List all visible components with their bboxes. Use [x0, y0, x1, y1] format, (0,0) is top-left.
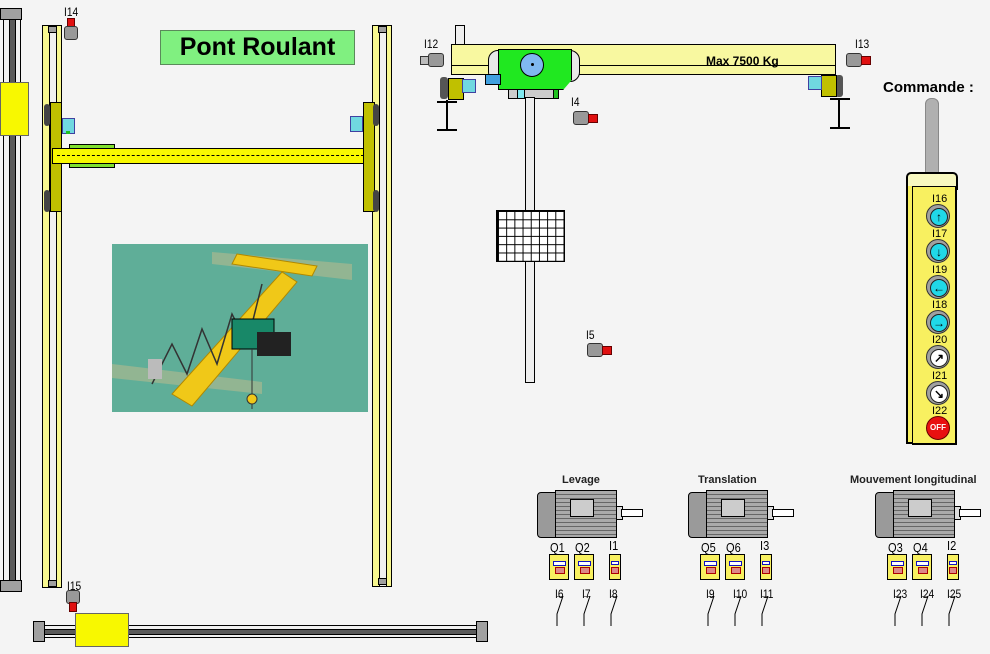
pendant-button-i22[interactable]: OFF — [926, 415, 950, 440]
limit-switch-i25-icon[interactable] — [947, 596, 959, 626]
arrow-down-right-icon: ↘ — [930, 384, 948, 403]
contactor-q2[interactable] — [574, 554, 594, 580]
motor-icon[interactable] — [688, 490, 794, 538]
limit-switch-i10-icon[interactable] — [733, 596, 745, 626]
longitudinal-rail-horizontal — [33, 621, 488, 642]
contactor-label: Q3 — [888, 540, 903, 555]
pendant-button-label: I18 — [932, 298, 948, 311]
gantry-main-beam — [52, 148, 374, 164]
sensor-label-i13: I13 — [855, 37, 870, 51]
limit-switch-i9-icon[interactable] — [706, 596, 718, 626]
limit-switch-label: I8 — [609, 587, 618, 601]
arrow-up-right-icon: ↗ — [930, 349, 948, 368]
limit-switch-i8-icon[interactable] — [609, 596, 621, 626]
gantry-motor-right — [350, 116, 363, 132]
sensor-label-i14: I14 — [64, 5, 79, 19]
limit-switch-label: I7 — [582, 587, 591, 601]
arrow-up-icon: ↑ — [930, 208, 948, 226]
limit-switch-label: I23 — [893, 587, 908, 601]
sensor-label-i12: I12 — [424, 37, 439, 51]
pendant-button-label: I19 — [932, 263, 948, 276]
motor-label: Translation — [698, 474, 757, 486]
sensor-i12-icon[interactable] — [418, 53, 444, 67]
motor-label: Levage — [562, 474, 600, 486]
longitudinal-carriage-vertical[interactable] — [0, 82, 29, 136]
pendant-button-label: I17 — [932, 228, 948, 241]
longitudinal-carriage-horizontal[interactable] — [75, 613, 129, 647]
crane-photo — [112, 244, 368, 412]
sensor-label-i15: I15 — [67, 579, 82, 593]
sensor-i13-icon[interactable] — [846, 53, 874, 67]
pendant-button-i16[interactable]: ↑ — [926, 204, 950, 228]
capacity-label: Max 7500 Kg — [706, 54, 779, 68]
motor-label: Mouvement longitudinal — [850, 474, 977, 486]
pendant-title: Commande : — [883, 79, 974, 96]
pendant-button-label: I22 — [932, 404, 948, 417]
hoist-load-grid[interactable] — [496, 210, 565, 262]
arrow-down-icon: ↓ — [930, 243, 948, 262]
limit-switch-i24-icon[interactable] — [920, 596, 932, 626]
limit-switch-i7-icon[interactable] — [582, 596, 594, 626]
contactor-q4[interactable] — [912, 554, 932, 580]
limit-switch-label: I11 — [760, 587, 774, 601]
pendant-button-label: I16 — [932, 193, 948, 205]
contactor-q1[interactable] — [549, 554, 569, 580]
limit-switch-i11-icon[interactable] — [760, 596, 772, 626]
pendant-button-i17[interactable]: ↓ — [926, 239, 950, 264]
relay-i3[interactable] — [760, 554, 772, 580]
limit-switch-i23-icon[interactable] — [893, 596, 905, 626]
limit-switch-label: I25 — [947, 587, 962, 601]
contactor-label: Q5 — [701, 540, 716, 555]
pendant-button-label: I20 — [932, 334, 948, 347]
contactor-q6[interactable] — [725, 554, 745, 580]
limit-switch-label: I6 — [555, 587, 564, 601]
contactor-label: Q2 — [575, 540, 590, 555]
arrow-right-icon: → — [930, 313, 948, 332]
sensor-i4-icon[interactable] — [573, 111, 601, 125]
contactor-q5[interactable] — [700, 554, 720, 580]
relay-i1[interactable] — [609, 554, 621, 580]
limit-switch-label: I9 — [706, 587, 715, 601]
pendant-button-i19[interactable]: ← — [926, 274, 950, 299]
pendant-button-i20[interactable]: ↗ — [926, 345, 950, 370]
relay-i2[interactable] — [947, 554, 959, 580]
contactor-label: Q6 — [726, 540, 741, 555]
off-icon: OFF — [930, 419, 946, 436]
relay-label: I3 — [760, 538, 770, 553]
relay-label: I1 — [609, 538, 619, 553]
arrow-left-icon: ← — [930, 278, 948, 297]
runway-rail-right — [372, 25, 392, 587]
relay-label: I2 — [947, 538, 957, 553]
limit-switch-label: I10 — [733, 587, 748, 601]
motor-icon[interactable] — [537, 490, 643, 538]
sensor-i5-icon[interactable] — [587, 343, 615, 357]
sensor-label-i5: I5 — [586, 328, 595, 342]
sensor-label-i4: I4 — [571, 95, 580, 109]
contactor-label: Q4 — [913, 540, 928, 555]
limit-switch-label: I24 — [920, 587, 935, 601]
sensor-i15-icon[interactable] — [66, 590, 80, 612]
motor-icon[interactable] — [875, 490, 981, 538]
longitudinal-rail-vertical — [0, 8, 22, 592]
limit-switch-i6-icon[interactable] — [555, 596, 567, 626]
gantry-end-truck-right — [363, 102, 375, 212]
pendant-button-label: I21 — [932, 369, 948, 382]
sensor-i14-icon[interactable] — [64, 18, 78, 40]
pendant-button-i21[interactable]: ↘ — [926, 380, 950, 405]
contactor-q3[interactable] — [887, 554, 907, 580]
pendant-button-i18[interactable]: → — [926, 309, 950, 334]
page-title: Pont Roulant — [160, 30, 355, 65]
contactor-label: Q1 — [550, 540, 565, 555]
